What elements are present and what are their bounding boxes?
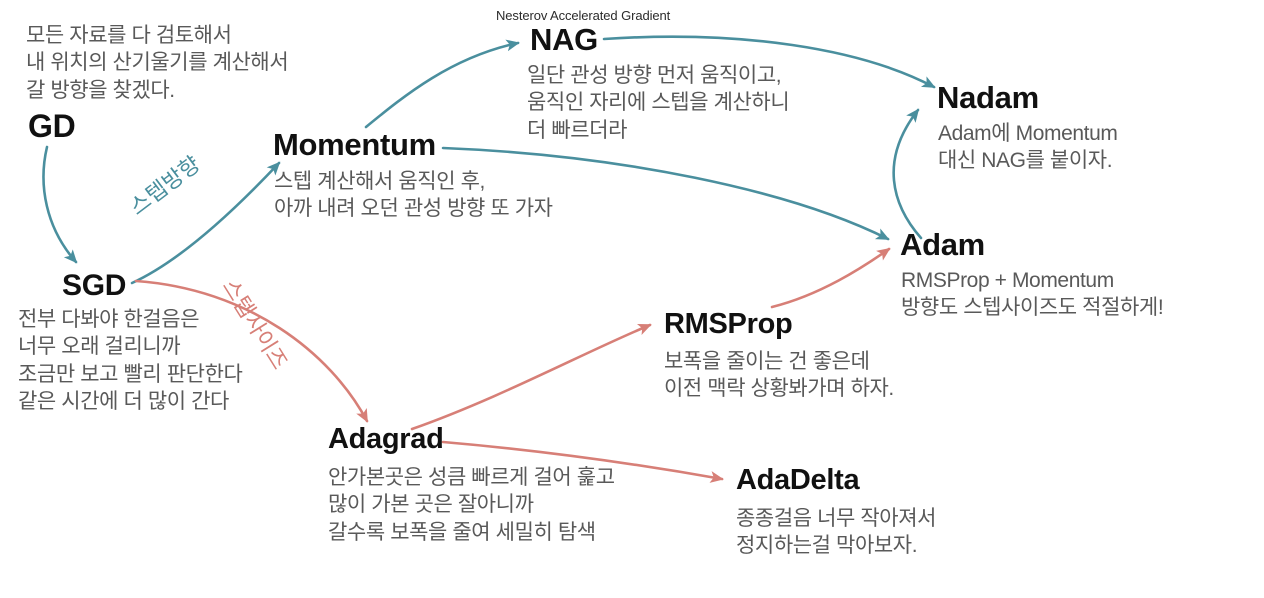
node-sgd[interactable]: SGD [62, 271, 126, 301]
edge-momentum-to-nag [364, 39, 520, 129]
gd-description: 모든 자료를 다 검토해서 내 위치의 산기울기를 계산해서 갈 방향을 찾겠다… [26, 24, 289, 102]
node-rmsprop[interactable]: RMSProp [664, 308, 793, 340]
nag-superscript-label: Nesterov Accelerated Gradient [496, 8, 671, 23]
node-gd[interactable]: GD [28, 108, 76, 144]
adagrad-description: 안가본곳은 성큼 빠르게 걸어 훑고 많이 가본 곳은 잘아니까 갈수록 보폭을… [328, 466, 615, 544]
node-adam[interactable]: Adam [900, 229, 985, 260]
adam-description: RMSProp + Momentum 방향도 스텝사이즈도 적절하게! [901, 269, 1164, 320]
nag-description: 일단 관성 방향 먼저 움직이고, 움직인 자리에 스텝을 계산하니 더 빠르더… [527, 64, 790, 142]
sgd-title: SGD [62, 269, 127, 302]
adam-title: Adam [900, 227, 985, 262]
adadelta-title: AdaDelta [736, 464, 860, 496]
node-nag[interactable]: NAG [530, 24, 598, 55]
nadam-title: Nadam [937, 80, 1039, 115]
rmsprop-title: RMSProp [664, 308, 793, 340]
edge-adagrad-to-rmsprop [410, 323, 652, 431]
adadelta-description: 종종걸음 너무 작아져서 정지하는걸 막아보자. [736, 507, 937, 558]
edge-label-step-direction: 스텝방향 [125, 151, 205, 220]
rmsprop-description: 보폭을 줄이는 건 좋은데 이전 맥락 상황봐가며 하자. [664, 350, 894, 401]
momentum-title: Momentum [273, 127, 436, 162]
node-momentum[interactable]: Momentum [273, 129, 436, 160]
sgd-description: 전부 다봐야 한걸음은 너무 오래 걸리니까 조금만 보고 빨리 판단한다 같은… [18, 308, 243, 413]
nag-title: NAG [530, 22, 598, 57]
node-nadam[interactable]: Nadam [937, 82, 1039, 113]
edge-adam-to-nadam [892, 108, 923, 240]
nadam-description: Adam에 Momentum 대신 NAG를 붙이자. [938, 122, 1118, 173]
gd-title: GD [28, 108, 76, 144]
edge-gd-to-sgd [42, 145, 78, 264]
momentum-description: 스텝 계산해서 움직인 후, 아까 내려 오던 관성 방향 또 가자 [274, 170, 553, 221]
node-adagrad[interactable]: Adagrad [328, 425, 444, 454]
edge-rmsprop-to-adam [770, 247, 891, 309]
adagrad-title: Adagrad [328, 423, 444, 455]
node-adadelta[interactable]: AdaDelta [736, 464, 860, 496]
